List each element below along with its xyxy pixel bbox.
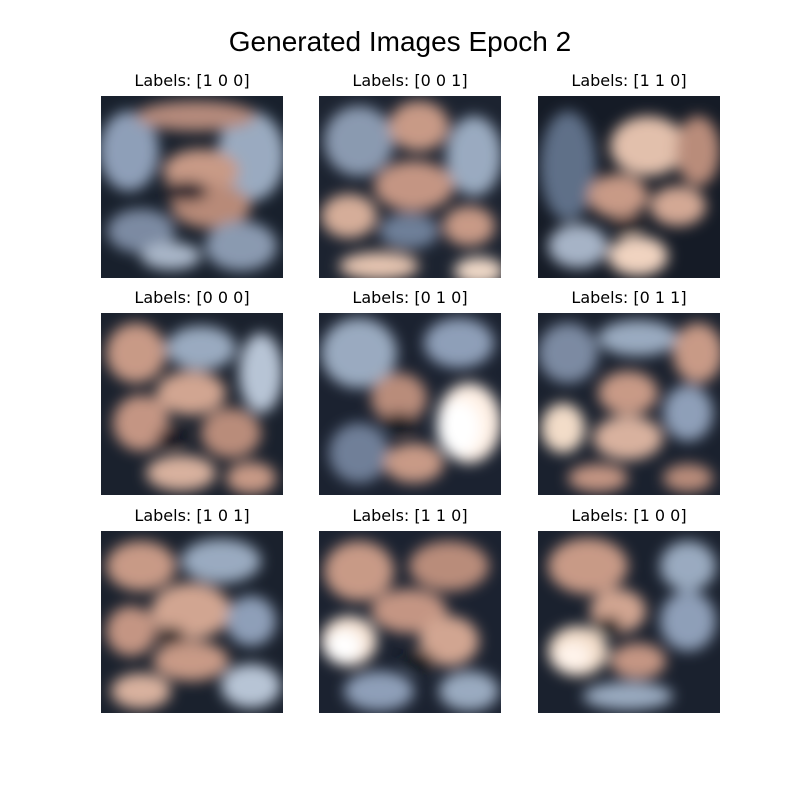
figure-title: Generated Images Epoch 2 bbox=[228, 26, 572, 57]
image-label: Labels: [0 0 0] bbox=[134, 288, 250, 307]
generated-image bbox=[101, 96, 283, 278]
generated-image bbox=[101, 313, 283, 495]
image-label: Labels: [0 1 1] bbox=[571, 288, 687, 307]
generated-image bbox=[538, 531, 720, 713]
generated-image bbox=[319, 96, 501, 278]
generated-image bbox=[319, 313, 501, 495]
image-label: Labels: [1 1 0] bbox=[352, 506, 468, 525]
image-label: Labels: [1 0 0] bbox=[571, 506, 687, 525]
image-label: Labels: [1 1 0] bbox=[571, 71, 687, 90]
image-label: Labels: [0 1 0] bbox=[352, 288, 468, 307]
generated-image bbox=[538, 96, 720, 278]
image-label: Labels: [0 0 1] bbox=[352, 71, 468, 90]
image-label: Labels: [1 0 0] bbox=[134, 71, 250, 90]
generated-image bbox=[538, 313, 720, 495]
generated-image bbox=[319, 531, 501, 713]
generated-image bbox=[101, 531, 283, 713]
image-label: Labels: [1 0 1] bbox=[134, 506, 250, 525]
